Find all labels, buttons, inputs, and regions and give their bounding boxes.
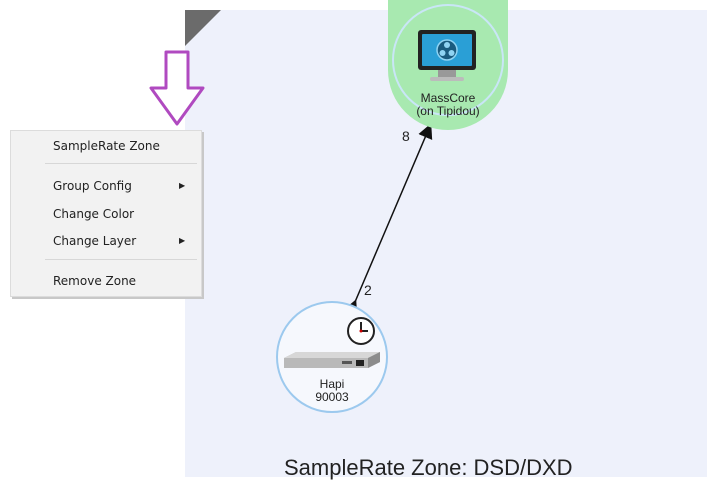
hapi-node-label: Hapi 90003: [282, 378, 382, 404]
monitor-stand: [438, 70, 456, 78]
menu-item-label: Group Config: [53, 179, 132, 193]
zone-corner-handle[interactable]: [185, 10, 221, 46]
link-count-top: 8: [402, 128, 410, 144]
link-line: [343, 123, 433, 316]
down-arrow-icon: [149, 50, 205, 126]
menu-item-group-config[interactable]: Group Config: [11, 175, 201, 197]
menu-item-remove-zone[interactable]: Remove Zone: [11, 270, 201, 292]
menu-separator: [45, 163, 197, 164]
menu-separator: [45, 259, 197, 260]
link-count-bottom: 2: [364, 282, 372, 298]
menu-item-samplerate-zone[interactable]: SampleRate Zone: [11, 135, 201, 157]
hapi-serial: 90003: [315, 390, 349, 404]
masscore-host: (on Tipidou): [416, 104, 480, 118]
masscore-node-label: MassCore (on Tipidou): [398, 92, 498, 118]
masscore-name: MassCore: [420, 91, 476, 105]
menu-item-label: Change Color: [53, 207, 135, 221]
audio-interface-icon[interactable]: [282, 350, 382, 370]
menu-item-change-layer[interactable]: Change Layer: [11, 230, 201, 252]
submenu-arrow-icon: ▶: [179, 181, 186, 190]
clock-icon: [347, 317, 375, 345]
menu-item-label: SampleRate Zone: [53, 139, 160, 153]
menu-item-label: Change Layer: [53, 234, 137, 248]
menu-item-label: Remove Zone: [53, 274, 137, 288]
hapi-name: Hapi: [319, 377, 345, 391]
menu-item-change-color[interactable]: Change Color: [11, 203, 201, 225]
monitor-icon[interactable]: [418, 30, 476, 70]
masscore-node-ring: [392, 4, 504, 116]
submenu-arrow-icon: ▶: [179, 236, 186, 245]
context-menu: SampleRate Zone Group Config ▶ Change Co…: [10, 130, 202, 297]
zone-title: SampleRate Zone: DSD/DXD: [284, 455, 573, 480]
monitor-base: [430, 77, 464, 81]
